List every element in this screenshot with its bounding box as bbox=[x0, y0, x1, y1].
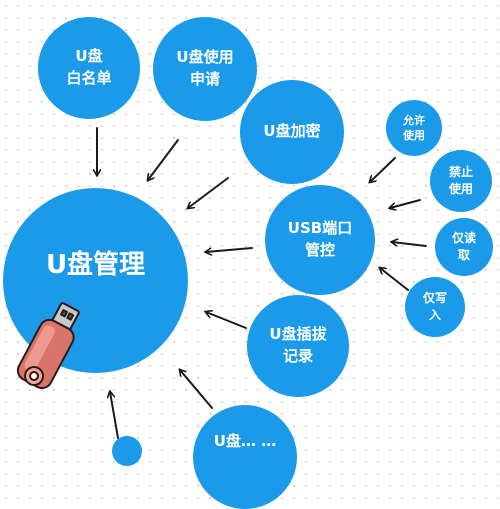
node-usb-plug-log: U盘插拔 记录 bbox=[247, 295, 349, 397]
arrow-bottom-to-main bbox=[180, 370, 213, 409]
node-allow-use-line2: 使用 bbox=[403, 129, 425, 142]
node-usb-whitelist: U盘 白名单 bbox=[38, 17, 140, 119]
node-write-only: 仅写 入 bbox=[405, 277, 465, 337]
usb-drive-icon bbox=[16, 302, 80, 390]
node-read-only-line1: 仅读 bbox=[451, 231, 476, 246]
node-usb-request-line2: 申请 bbox=[189, 70, 220, 88]
node-forbid-use-line1: 禁止 bbox=[448, 165, 473, 180]
node-usb-request-line1: U盘使用 bbox=[176, 48, 234, 67]
node-usb-port-control: USB端口 管控 bbox=[265, 185, 375, 295]
node-usb-plug-log-line2: 记录 bbox=[282, 347, 313, 365]
node-usb-plug-log-line1: U盘插拔 bbox=[269, 325, 327, 344]
node-bottom-partial-line1: U盘… … bbox=[213, 432, 277, 450]
node-forbid-use-line2: 使用 bbox=[448, 182, 473, 196]
node-write-only-line1: 仅写 bbox=[422, 291, 447, 306]
arrow-encrypt-to-main bbox=[188, 177, 229, 208]
node-write-only-line2: 入 bbox=[428, 308, 441, 322]
arrow-request-to-main bbox=[148, 139, 179, 180]
node-usb-encrypt-line1: U盘加密 bbox=[263, 122, 321, 141]
node-usb-encrypt: U盘加密 bbox=[240, 80, 344, 184]
arrow-readonly-to-port bbox=[392, 242, 427, 247]
arrow-layer bbox=[0, 127, 427, 439]
node-usb-whitelist-line1: U盘 bbox=[75, 47, 103, 66]
node-forbid-use: 禁止 使用 bbox=[430, 150, 492, 212]
node-read-only-line2: 取 bbox=[457, 248, 470, 262]
node-usb-port-control-line2: 管控 bbox=[304, 241, 335, 259]
node-bottom-partial: U盘… … bbox=[193, 405, 297, 509]
arrow-plug-to-main bbox=[206, 312, 247, 329]
arrow-forbid-to-port bbox=[390, 199, 421, 208]
node-allow-use-line1: 允许 bbox=[403, 113, 425, 127]
arrow-allow-to-port bbox=[370, 157, 396, 182]
node-read-only: 仅读 取 bbox=[435, 218, 493, 276]
arrow-port-to-main bbox=[206, 247, 253, 252]
node-bottom-left-partial bbox=[112, 436, 142, 466]
node-allow-use: 允许 使用 bbox=[386, 100, 442, 156]
node-usb-request: U盘使用 申请 bbox=[153, 17, 257, 121]
arrow-drive-up bbox=[110, 392, 119, 439]
node-usb-management-label: U盘管理 bbox=[45, 249, 146, 280]
node-usb-port-control-line1: USB端口 bbox=[287, 219, 353, 238]
arrow-writeonly-to-port bbox=[380, 268, 409, 291]
node-usb-whitelist-line2: 白名单 bbox=[66, 69, 112, 87]
